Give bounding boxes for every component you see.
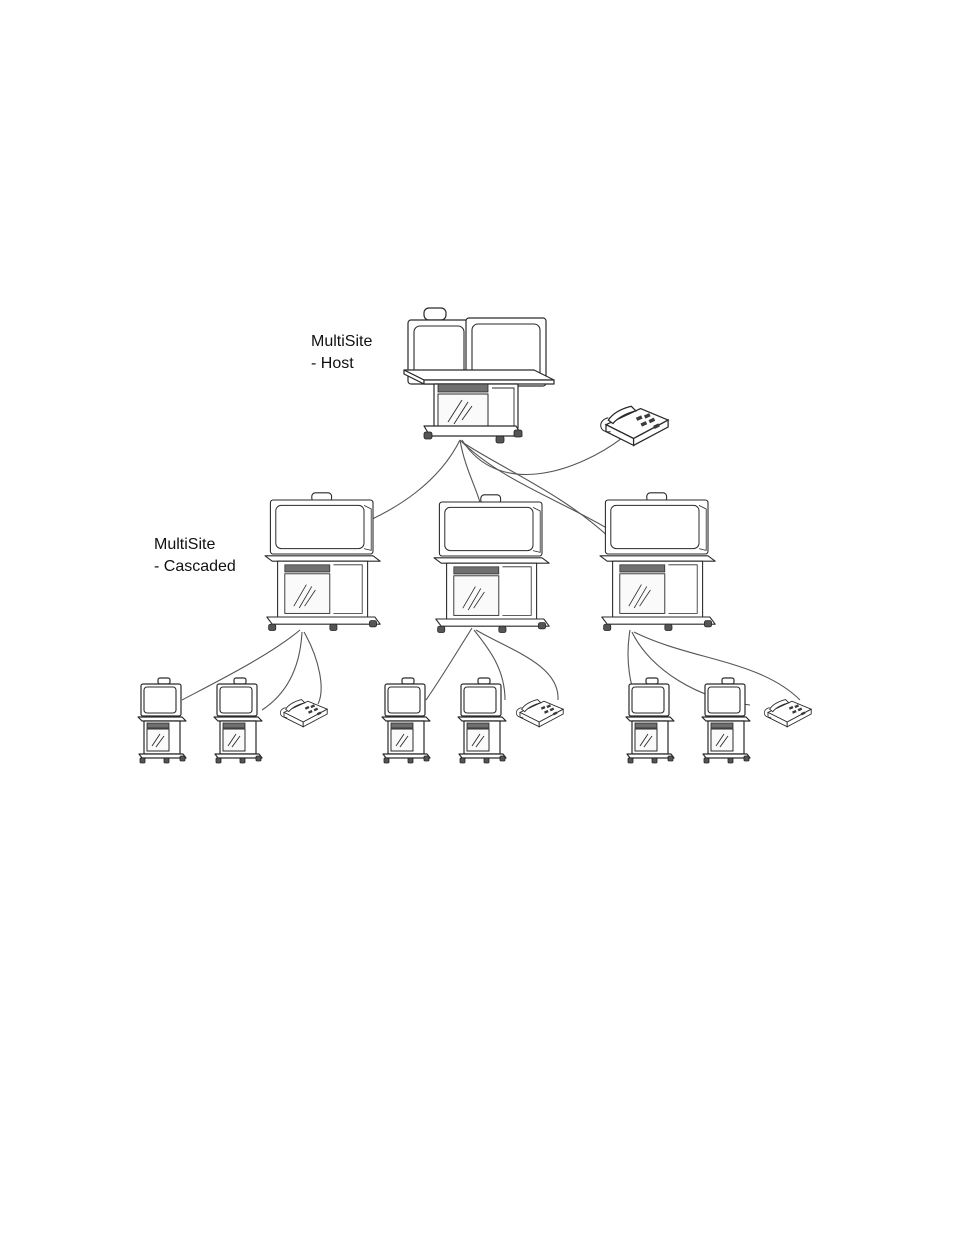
endpoint-1 (138, 678, 186, 763)
endpoint-6 (702, 678, 750, 763)
endpoint-5 (626, 678, 674, 763)
cascaded-system-3 (600, 493, 715, 631)
cascaded-label-line2: - Cascaded (154, 556, 236, 578)
cascaded-system-1 (265, 493, 380, 631)
host-telephone (601, 406, 668, 445)
cable-c1-phone (304, 632, 321, 704)
host-label-line2: - Host (311, 353, 372, 375)
endpoint-2 (214, 678, 262, 763)
telephone-1 (280, 700, 327, 727)
host-system (404, 308, 554, 443)
endpoint-4 (458, 678, 506, 763)
host-label: MultiSite - Host (311, 331, 372, 375)
host-label-line1: MultiSite (311, 331, 372, 353)
telephone-3 (764, 700, 811, 727)
cascaded-label-line1: MultiSite (154, 534, 236, 556)
cascaded-label: MultiSite - Cascaded (154, 534, 236, 578)
endpoint-3 (382, 678, 430, 763)
telephone-2 (516, 700, 563, 727)
cascaded-system-2 (434, 495, 549, 633)
